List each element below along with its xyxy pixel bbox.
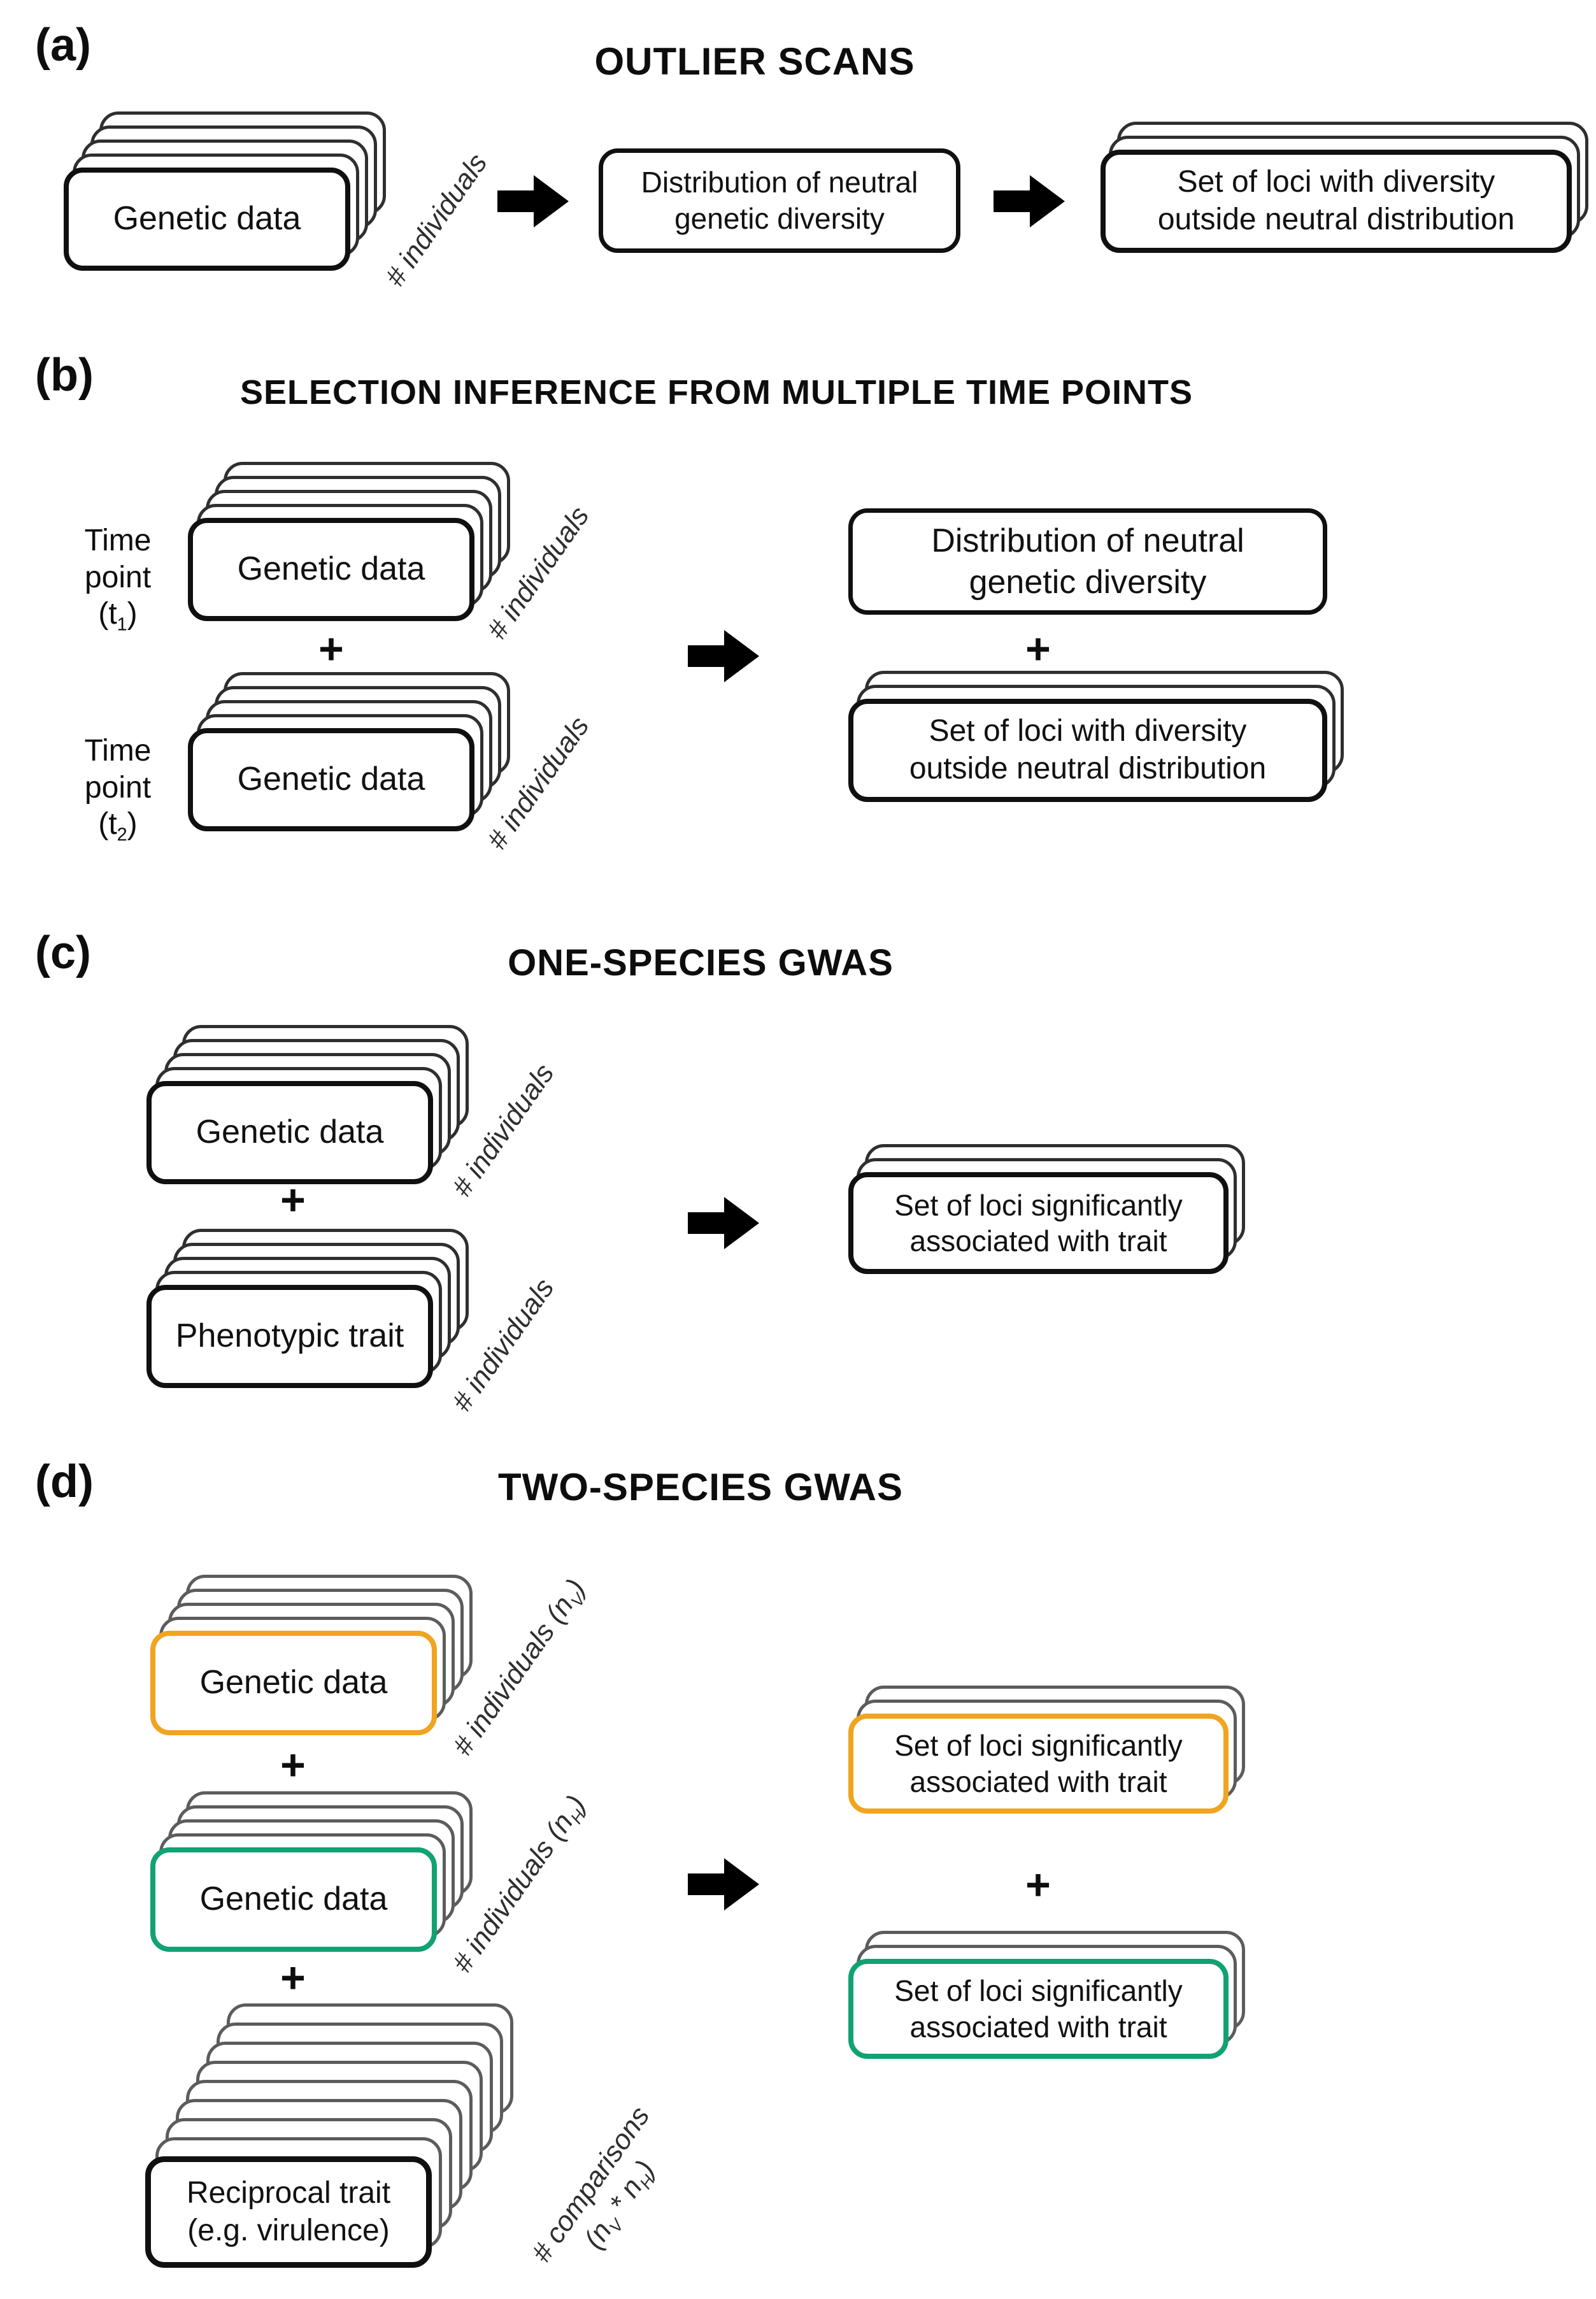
panel-b-genetic-data-stack-t2: Genetic data: [188, 672, 519, 831]
loci-associated-trait-card-host: Set of loci significantly associated wit…: [848, 1959, 1229, 2059]
panel-d-genetic-data-stack-virus: Genetic data: [150, 1575, 481, 1737]
time-point-2-label: Time point (t2): [84, 734, 152, 845]
panel-a-output-stack: Set of loci with diversity outside neutr…: [1101, 122, 1591, 255]
arrow-right-icon: [688, 1197, 759, 1249]
panel-d-title: TWO-SPECIES GWAS: [497, 1466, 904, 1508]
genetic-data-card: Genetic data: [188, 728, 474, 831]
phenotypic-trait-card: Phenotypic trait: [146, 1285, 433, 1388]
panel-d-output-stack-host: Set of loci significantly associated wit…: [848, 1931, 1248, 2061]
neutral-distribution-box: Distribution of neutral genetic diversit…: [848, 508, 1327, 615]
panel-d-genetic-data-stack-host: Genetic data: [150, 1791, 481, 1953]
genetic-data-card-host: Genetic data: [150, 1847, 437, 1952]
genetic-data-card: Genetic data: [146, 1081, 433, 1184]
panel-c-phenotypic-trait-stack: Phenotypic trait: [146, 1229, 478, 1388]
genetic-data-card: Genetic data: [64, 168, 350, 271]
plus-sign: +: [318, 625, 344, 673]
loci-outside-neutral-card: Set of loci with diversity outside neutr…: [848, 699, 1327, 802]
panel-c-genetic-data-stack: Genetic data: [146, 1025, 478, 1184]
loci-outside-neutral-card: Set of loci with diversity outside neutr…: [1101, 150, 1572, 253]
loci-associated-trait-card-virus: Set of loci significantly associated wit…: [848, 1714, 1229, 1814]
neutral-distribution-box: Distribution of neutral genetic diversit…: [599, 148, 960, 253]
panel-b-title: SELECTION INFERENCE FROM MULTIPLE TIME P…: [239, 373, 1193, 412]
reciprocal-trait-card: Reciprocal trait (e.g. virulence): [145, 2156, 432, 2268]
genetic-data-card-virus: Genetic data: [150, 1631, 437, 1735]
genetic-data-card: Genetic data: [188, 518, 474, 621]
genetic-data-label: Genetic data: [113, 200, 301, 238]
panel-d-reciprocal-trait-stack: Reciprocal trait (e.g. virulence): [145, 2003, 515, 2271]
panel-d-letter: (d): [35, 1456, 94, 1507]
loci-associated-trait-card: Set of loci significantly associated wit…: [848, 1172, 1229, 1274]
arrow-right-icon: [688, 630, 759, 682]
plus-sign: +: [280, 1741, 306, 1789]
panel-c-output-stack: Set of loci significantly associated wit…: [848, 1144, 1248, 1278]
panel-a-title: OUTLIER SCANS: [594, 40, 915, 83]
panel-d-output-stack-virus: Set of loci significantly associated wit…: [848, 1686, 1248, 1816]
panel-c-title: ONE-SPECIES GWAS: [508, 942, 894, 984]
arrow-right-icon: [994, 175, 1065, 227]
panel-b-output-stack: Set of loci with diversity outside neutr…: [848, 671, 1346, 805]
panel-c-letter: (c): [35, 927, 91, 978]
arrow-right-icon: [497, 175, 569, 227]
panel-b-letter: (b): [35, 350, 94, 401]
arrow-right-icon: [688, 1858, 759, 1910]
plus-sign: +: [1025, 625, 1051, 673]
time-point-1-label: Time point (t1): [84, 524, 152, 635]
panel-a-letter: (a): [35, 20, 91, 71]
plus-sign: +: [280, 1176, 306, 1224]
panel-a-genetic-data-stack: Genetic data: [64, 111, 395, 271]
num-comparisons-label: # comparisons (nV * nH): [525, 2100, 661, 2268]
panel-b-genetic-data-stack-t1: Genetic data: [188, 462, 519, 621]
plus-sign: +: [1025, 1861, 1051, 1909]
plus-sign: +: [280, 1954, 306, 2002]
